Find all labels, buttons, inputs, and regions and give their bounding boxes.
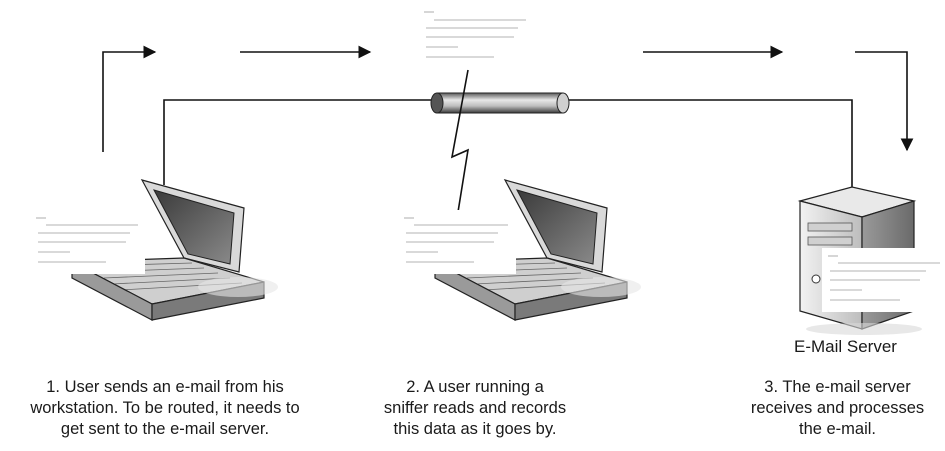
caption-step-3: 3. The e-mail server receives and proces…	[730, 377, 945, 440]
caption-2-line-1: 2. A user running a	[370, 377, 580, 398]
email-packet-laptop-2	[398, 210, 516, 274]
caption-1-line-1: 1. User sends an e-mail from his	[0, 377, 330, 398]
caption-step-1: 1. User sends an e-mail from his worksta…	[0, 377, 330, 440]
flow-arrow-down	[855, 52, 907, 150]
email-packet-laptop-1	[30, 210, 145, 274]
caption-3-line-3: the e-mail.	[730, 419, 945, 440]
caption-1-line-2: workstation. To be routed, it needs to	[0, 398, 330, 419]
caption-step-2: 2. A user running a sniffer reads and re…	[370, 377, 580, 440]
network-pipe	[431, 93, 569, 113]
caption-2-line-3: this data as it goes by.	[370, 419, 580, 440]
email-packet-server	[822, 248, 945, 312]
caption-1-line-3: get sent to the e-mail server.	[0, 419, 330, 440]
email-packet-wire	[418, 4, 533, 68]
network-line	[164, 100, 852, 205]
caption-2-line-2: sniffer reads and records	[370, 398, 580, 419]
caption-3-line-1: 3. The e-mail server	[730, 377, 945, 398]
flow-arrow-up	[103, 52, 155, 152]
sniffer-lightning-icon	[452, 70, 468, 212]
server-label: E-Mail Server	[794, 337, 897, 357]
caption-3-line-2: receives and processes	[730, 398, 945, 419]
